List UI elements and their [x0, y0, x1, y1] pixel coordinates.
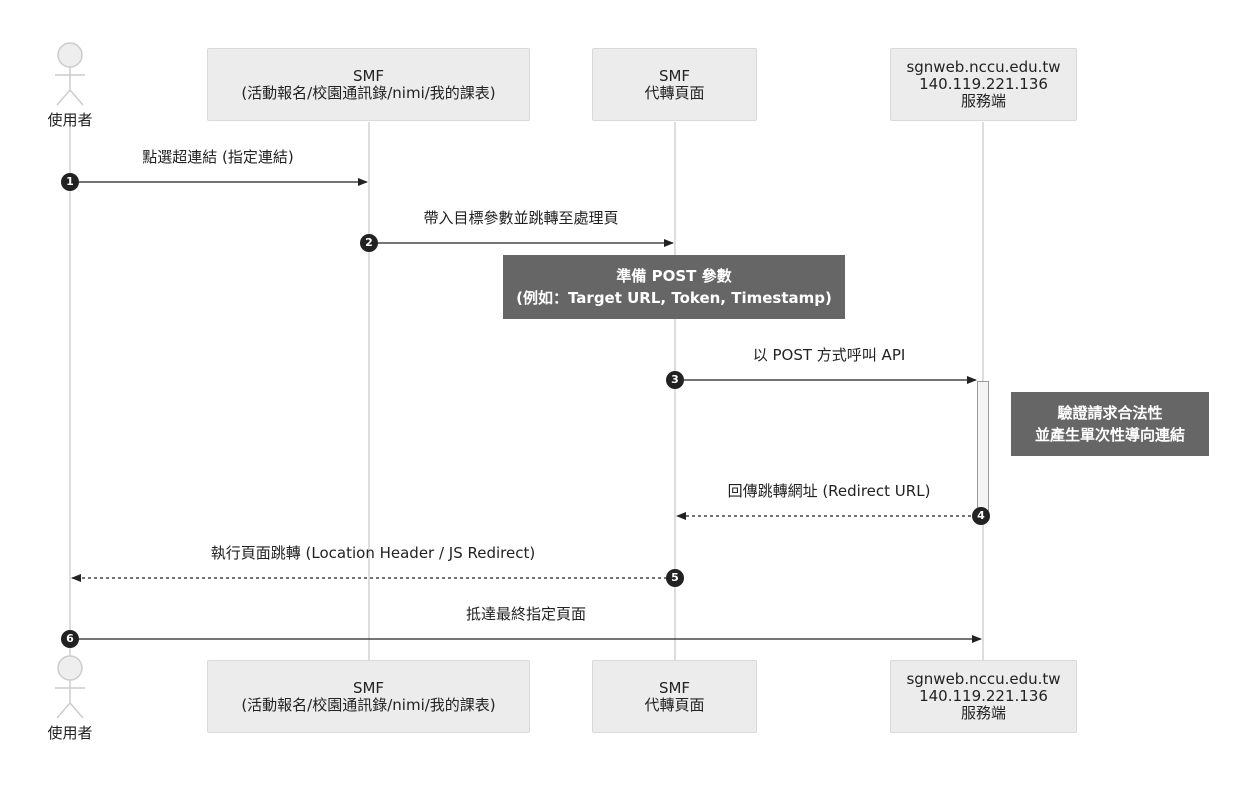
actor-user-bottom: 使用者: [35, 655, 105, 743]
participant-smf-entry-bottom: SMF (活動報名/校園通訊錄/nimi/我的課表): [207, 660, 530, 733]
participant-subtitle: (活動報名/校園通訊錄/nimi/我的課表): [241, 83, 496, 102]
message-label-1: 點選超連結 (指定連結): [142, 148, 294, 166]
participant-subtitle: (活動報名/校園通訊錄/nimi/我的課表): [241, 695, 496, 714]
note-line: 準備 POST 參數: [616, 267, 732, 285]
participant-title: SMF: [658, 678, 691, 697]
participant-ip: 140.119.221.136: [919, 75, 1048, 93]
participant-title: SMF: [352, 66, 385, 85]
message-label-5: 執行頁面跳轉 (Location Header / JS Redirect): [210, 544, 536, 562]
sequence-badge-3: 3: [666, 371, 684, 389]
participant-server-bottom: sgnweb.nccu.edu.tw 140.119.221.136 服務端: [890, 660, 1077, 733]
lifeline-smf-entry: [368, 122, 370, 660]
note-line: 驗證請求合法性: [1057, 404, 1163, 422]
lifeline-user: [69, 120, 71, 660]
participant-role: 服務端: [960, 704, 1006, 722]
participant-ip: 140.119.221.136: [919, 687, 1048, 705]
sequence-badge-1: 1: [61, 173, 79, 191]
message-label-4: 回傳跳轉網址 (Redirect URL): [727, 482, 931, 500]
participant-subtitle: 代轉頁面: [644, 83, 705, 102]
sequence-badge-4: 4: [972, 507, 990, 525]
note-validate-request: 驗證請求合法性 並產生單次性導向連結: [1011, 392, 1209, 456]
note-line: 並產生單次性導向連結: [1034, 426, 1185, 444]
participant-smf-proxy-top: SMF 代轉頁面: [592, 48, 757, 121]
lifeline-smf-proxy: [674, 122, 676, 660]
note-prepare-post: 準備 POST 參數 (例如：Target URL, Token, Timest…: [503, 255, 845, 319]
actor-user-label: 使用者: [47, 724, 93, 742]
message-label-2: 帶入目標參數並跳轉至處理頁: [423, 209, 619, 227]
sequence-badge-5: 5: [666, 569, 684, 587]
actor-user-label: 使用者: [47, 111, 93, 129]
participant-host: sgnweb.nccu.edu.tw: [906, 58, 1061, 76]
stick-figure-icon: [55, 42, 85, 106]
participant-smf-proxy-bottom: SMF 代轉頁面: [592, 660, 757, 733]
participant-role: 服務端: [960, 92, 1006, 110]
actor-user-top: 使用者: [35, 42, 105, 130]
participant-server-top: sgnweb.nccu.edu.tw 140.119.221.136 服務端: [890, 48, 1077, 121]
participant-subtitle: 代轉頁面: [644, 695, 705, 714]
participant-host: sgnweb.nccu.edu.tw: [906, 670, 1061, 688]
message-label-3: 以 POST 方式呼叫 API: [752, 346, 906, 364]
sequence-badge-6: 6: [61, 630, 79, 648]
participant-title: SMF: [352, 678, 385, 697]
sequence-badge-2: 2: [360, 234, 378, 252]
participant-title: SMF: [658, 66, 691, 85]
message-label-6: 抵達最終指定頁面: [465, 605, 587, 623]
participant-smf-entry-top: SMF (活動報名/校園通訊錄/nimi/我的課表): [207, 48, 530, 121]
stick-figure-icon: [55, 655, 85, 719]
note-line: (例如：Target URL, Token, Timestamp): [516, 289, 832, 307]
